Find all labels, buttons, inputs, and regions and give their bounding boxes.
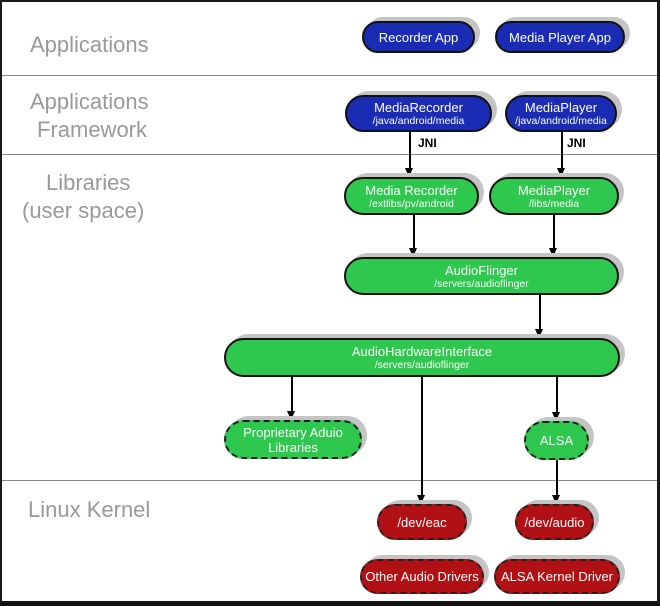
node-mediaplayer-lib: MediaPlayer /libs/media (489, 177, 619, 215)
node-alsa: ALSA (524, 421, 589, 460)
layer-label-linux-kernel: Linux Kernel (28, 497, 151, 522)
layer-label-framework-line1: Applications (30, 89, 149, 114)
node-dev-audio: /dev/audio (515, 504, 594, 540)
edge-label-jni-left: JNI (418, 136, 437, 150)
node-sublabel: /libs/media (528, 197, 580, 210)
node-proprietary-audio-libraries: Proprietary Aduio Libraries (224, 420, 362, 459)
connector-playerlib-audioflinger (553, 215, 555, 249)
arrowhead-icon (552, 412, 560, 421)
node-audiohardwareinterface: AudioHardwareInterface /servers/audiofli… (224, 338, 620, 377)
node-sublabel: /java/android/media (372, 115, 465, 127)
node-sublabel: /extlibs/pv/android (369, 197, 454, 210)
node-sublabel: /java/android/media (515, 115, 607, 127)
node-label: AudioFlinger (445, 262, 518, 278)
node-label: Media Player App (509, 29, 611, 45)
node-label: AudioHardwareInterface (351, 344, 493, 359)
connector-recorderlib-audioflinger (413, 215, 415, 249)
node-label: Proprietary Aduio (243, 424, 343, 440)
node-sublabel: /servers/audioflinger (374, 359, 470, 371)
node-label: Recorder App (378, 29, 459, 45)
node-label: MediaRecorder (374, 100, 463, 115)
node-dev-eac: /dev/eac (377, 504, 467, 540)
edge-label-jni-right: JNI (567, 136, 586, 150)
connector-ahi-alsa (556, 377, 558, 413)
arrowhead-icon (549, 248, 557, 257)
arrowhead-icon (557, 168, 565, 177)
connector-ahi-proprietary (291, 377, 293, 412)
layer-label-libraries-line1: Libraries (46, 170, 131, 195)
node-other-audio-drivers: Other Audio Drivers (360, 559, 484, 594)
node-alsa-kernel-driver: ALSA Kernel Driver (494, 559, 620, 594)
separator-applications-framework (2, 75, 657, 76)
layer-label-applications: Applications (30, 32, 149, 57)
node-label-line2: Libraries (268, 439, 318, 455)
node-label: MediaPlayer (524, 100, 598, 115)
separator-libraries-kernel (2, 480, 657, 481)
arrowhead-icon (552, 495, 560, 504)
node-label: ALSA (539, 433, 574, 448)
node-label: /dev/audio (524, 514, 585, 530)
node-audioflinger: AudioFlinger /servers/audioflinger (344, 257, 619, 295)
arrowhead-icon (535, 329, 543, 338)
node-sublabel: /servers/audioflinger (434, 277, 529, 290)
arrowhead-icon (417, 495, 425, 504)
separator-framework-libraries (2, 154, 657, 155)
node-media-recorder-lib: Media Recorder /extlibs/pv/android (344, 177, 479, 215)
node-label: Media Recorder (365, 182, 458, 198)
node-recorder-app: Recorder App (362, 21, 475, 53)
layer-label-libraries-line2: (user space) (22, 198, 145, 223)
connector-mediarecorder-jni (409, 132, 411, 169)
node-media-player-app: Media Player App (495, 21, 625, 53)
node-label: MediaPlayer (517, 182, 591, 198)
connector-alsa-dev-audio (556, 460, 558, 496)
connector-audioflinger-ahi (539, 295, 541, 330)
layer-label-framework-line2: Framework (37, 117, 148, 142)
connector-mediaplayer-jni (561, 132, 563, 169)
arrowhead-icon (287, 411, 295, 420)
node-mediarecorder-framework: MediaRecorder /java/android/media (345, 95, 492, 132)
node-label: ALSA Kernel Driver (501, 569, 613, 584)
arrowhead-icon (409, 248, 417, 257)
node-mediaplayer-framework: MediaPlayer /java/android/media (505, 95, 617, 132)
arrowhead-icon (405, 168, 413, 177)
node-label: /dev/eac (397, 514, 447, 530)
node-label: Other Audio Drivers (365, 569, 479, 584)
connector-ahi-dev-eac (421, 377, 423, 496)
